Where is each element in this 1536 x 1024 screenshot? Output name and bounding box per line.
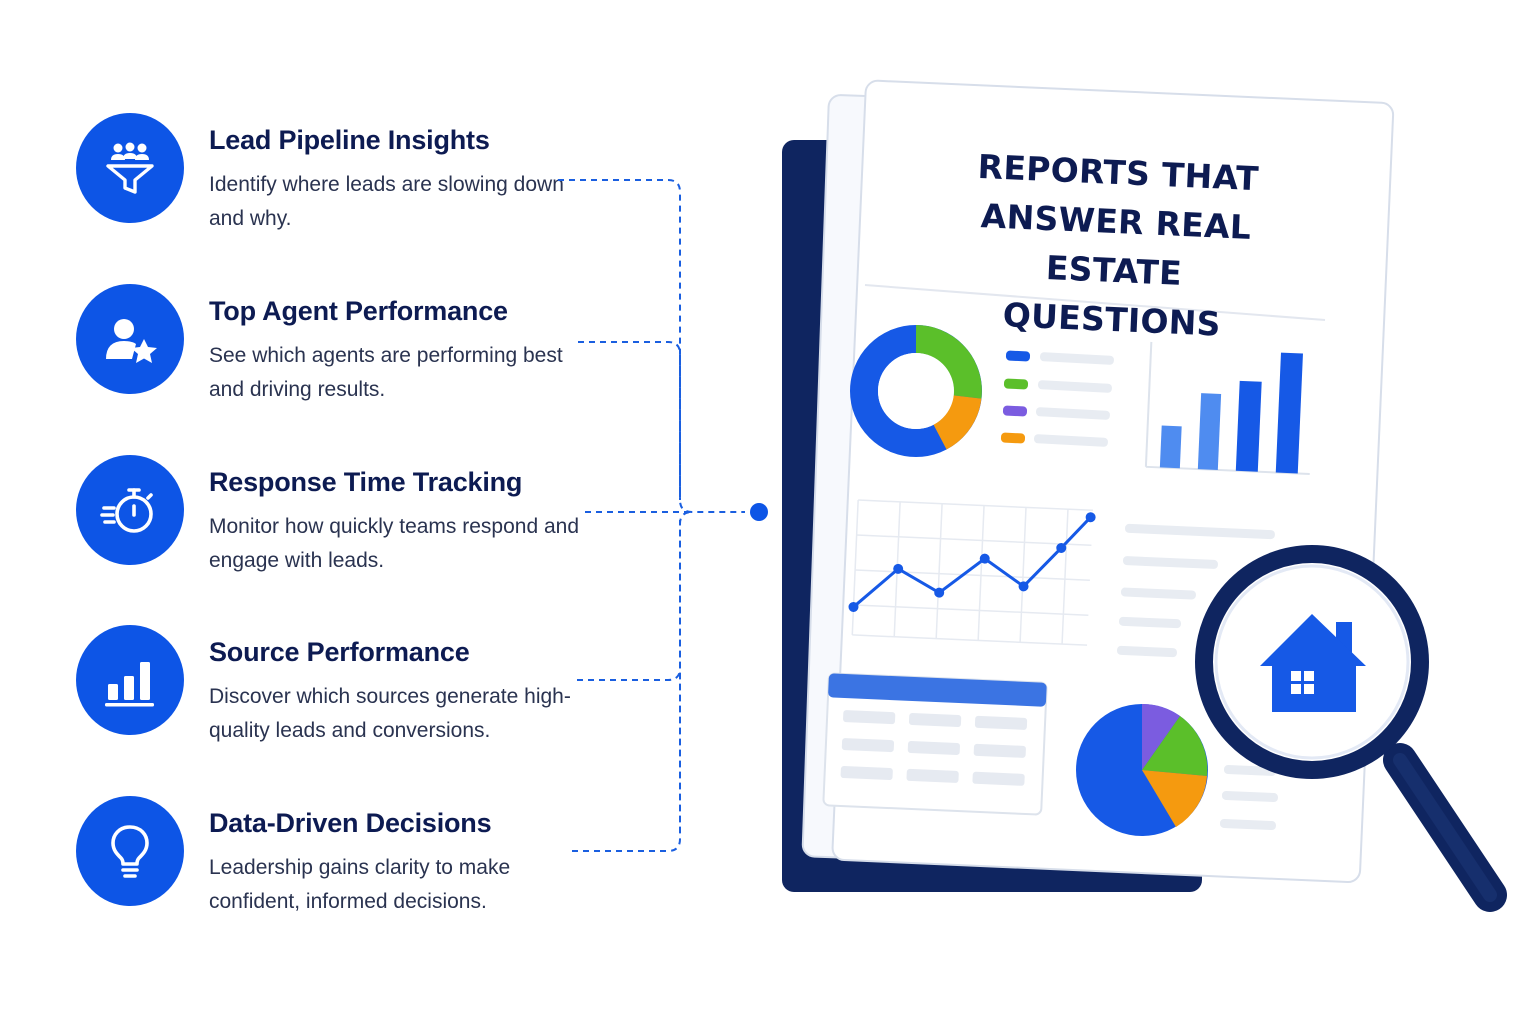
report-title-line: ANSWER REAL ESTATE [980, 196, 1253, 293]
feature-title: Data-Driven Decisions [209, 808, 492, 838]
feature-description: See which agents are performing best and… [209, 344, 563, 401]
feature-response-time: Response Time Tracking Monitor how quick… [76, 455, 596, 572]
feature-title: Top Agent Performance [209, 296, 508, 326]
feature-top-agent: Top Agent Performance See which agents a… [76, 284, 596, 401]
feature-title: Response Time Tracking [209, 467, 523, 497]
placeholder-text-lines [1116, 523, 1275, 658]
feature-title: Lead Pipeline Insights [209, 125, 490, 155]
magnifying-glass-icon [1195, 545, 1507, 912]
pie-chart-mini [1076, 704, 1208, 836]
donut-legend [1000, 350, 1114, 447]
feature-data-driven: Data-Driven Decisions Leadership gains c… [76, 796, 596, 913]
agent-star-icon [76, 284, 184, 394]
house-icon [1260, 614, 1366, 712]
feature-description: Identify where leads are slowing down an… [209, 173, 564, 230]
donut-chart [850, 325, 982, 457]
feature-description: Monitor how quickly teams respond and en… [209, 515, 580, 572]
feature-source-performance: Source Performance Discover which source… [76, 625, 596, 742]
report-illustration [782, 79, 1507, 912]
feature-description: Discover which sources generate high-qua… [209, 685, 571, 742]
table-mini [822, 672, 1048, 816]
line-chart-mini [848, 499, 1096, 646]
feature-lead-pipeline: Lead Pipeline Insights Identify where le… [76, 113, 596, 230]
feature-title: Source Performance [209, 637, 470, 667]
feature-description: Leadership gains clarity to make confide… [209, 856, 511, 913]
lightbulb-icon [76, 796, 184, 906]
bar-chart-icon [76, 625, 184, 735]
report-title: REPORTS THAT ANSWER REAL ESTATE QUESTION… [911, 139, 1319, 352]
funnel-people-icon [76, 113, 184, 223]
report-content [822, 284, 1326, 836]
bar-chart-mini [1144, 341, 1310, 475]
stopwatch-icon [76, 455, 184, 565]
